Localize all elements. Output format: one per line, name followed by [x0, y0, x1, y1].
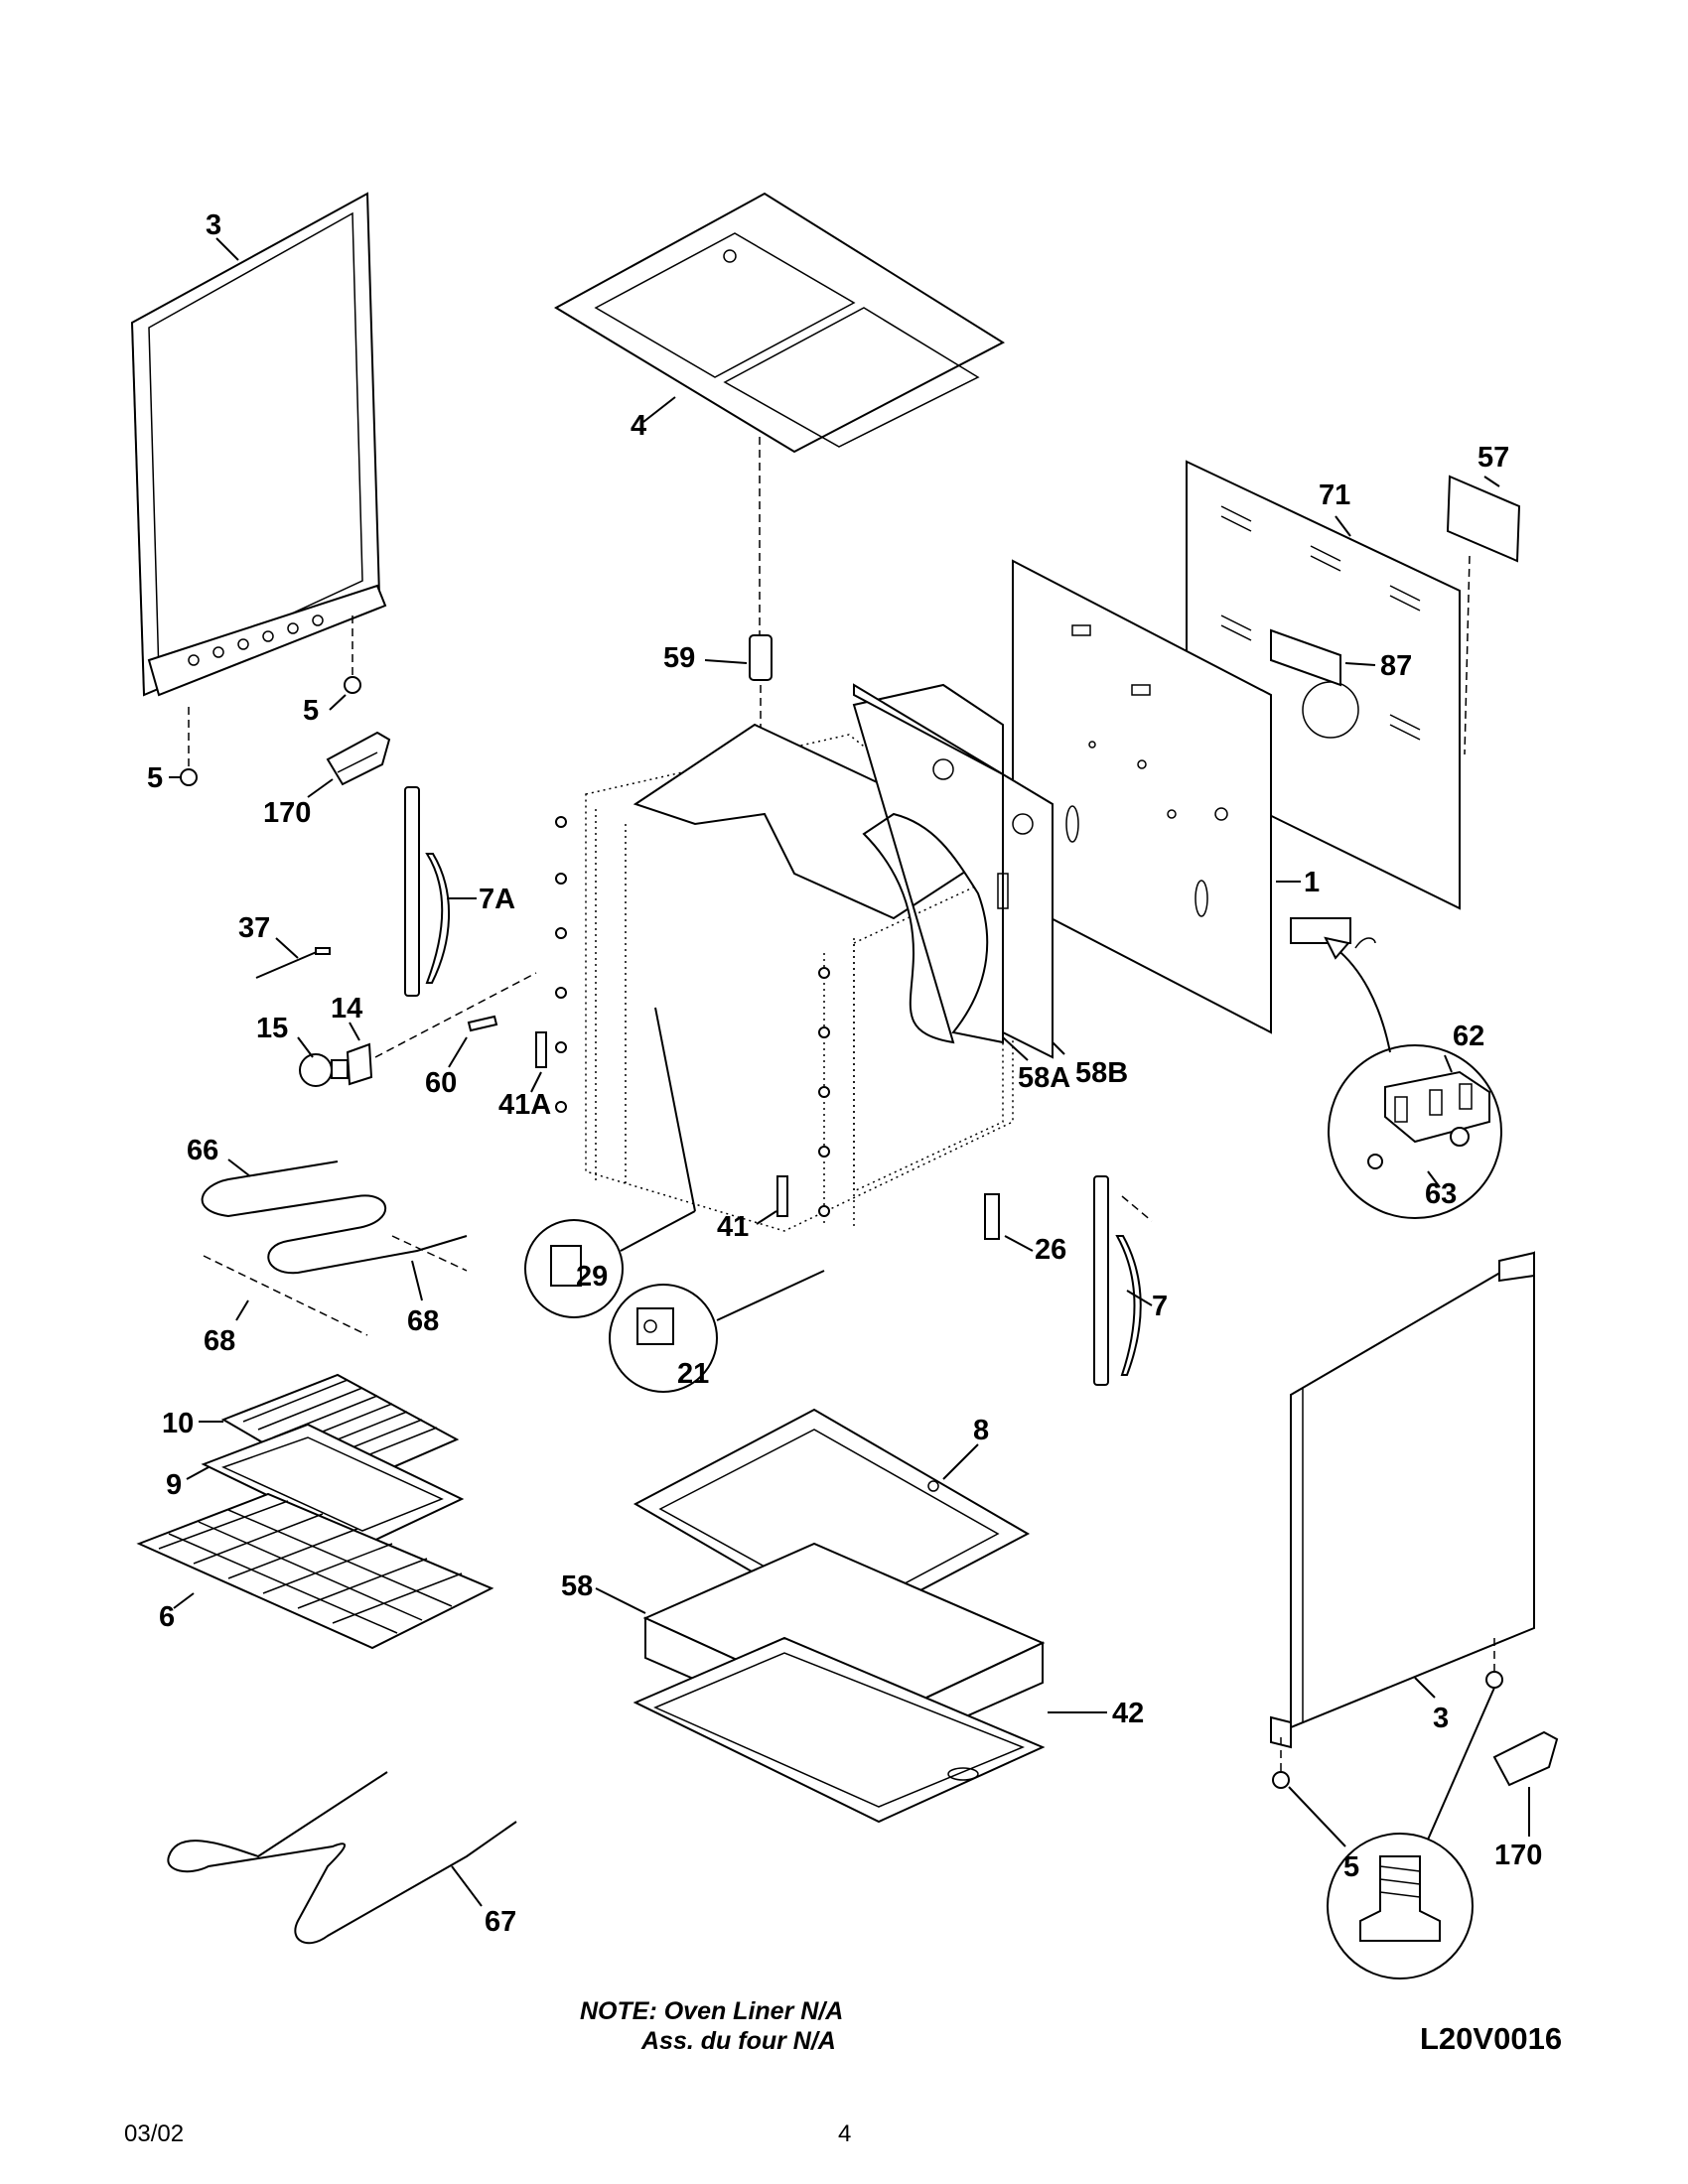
bracket-41a: [530, 1031, 547, 1093]
note-line-1: NOTE: Oven Liner N/A: [580, 1997, 844, 2025]
callout-63: 63: [1425, 1178, 1457, 1210]
callout-87: 87: [1380, 650, 1412, 682]
callout-5-detail: 5: [1343, 1851, 1359, 1883]
callout-41: 41: [717, 1211, 749, 1243]
oven-rack: [136, 1492, 494, 1650]
callout-29: 29: [576, 1261, 608, 1293]
callout-21: 21: [677, 1358, 709, 1390]
callout-60: 60: [425, 1067, 457, 1099]
detail-29: [524, 1007, 696, 1318]
anti-tip-bracket-bottom: [1492, 1730, 1559, 1837]
callout-67: 67: [485, 1906, 516, 1938]
callout-170-top: 170: [263, 797, 311, 829]
anti-tip-bracket-top: [307, 731, 391, 798]
leveling-screw-left: [169, 615, 361, 786]
diagram-code: L20V0016: [1420, 2021, 1563, 2056]
callout-58a: 58A: [1018, 1062, 1070, 1094]
bake-element-67: [167, 1771, 517, 1945]
side-panel-right: [1270, 1251, 1535, 1749]
callout-58: 58: [561, 1570, 593, 1602]
callout-26: 26: [1035, 1234, 1066, 1266]
top-panel: [553, 192, 1006, 635]
oven-cavity-frame: [555, 683, 1065, 1232]
note-line-2: Ass. du four N/A: [641, 2027, 836, 2055]
callout-68-right: 68: [407, 1305, 439, 1337]
part-26: [984, 1193, 1034, 1252]
callout-5-upper: 5: [303, 695, 319, 727]
callout-58b: 58B: [1075, 1057, 1128, 1089]
footer-page-number: 4: [838, 2120, 852, 2147]
wire-37: [255, 937, 331, 979]
callout-3-left: 3: [206, 209, 221, 241]
terminal-block-detail: [1324, 936, 1502, 1219]
callout-4: 4: [631, 410, 646, 442]
callout-9: 9: [166, 1469, 182, 1501]
callout-10: 10: [162, 1408, 194, 1439]
callout-5-lower: 5: [147, 762, 163, 794]
bracket-60: [448, 1015, 498, 1068]
callout-3-right: 3: [1433, 1703, 1449, 1734]
callout-66: 66: [187, 1135, 218, 1166]
bottom-pan-42: [633, 1636, 1107, 1824]
callout-42: 42: [1112, 1698, 1144, 1729]
callout-1: 1: [1304, 867, 1320, 898]
hinge-7: [1093, 1175, 1153, 1386]
side-panel-left: [130, 192, 387, 697]
callout-59: 59: [663, 642, 695, 674]
callout-57: 57: [1477, 442, 1509, 474]
callout-7a: 7A: [479, 884, 515, 915]
callout-68-left: 68: [204, 1325, 235, 1357]
detail-21: [609, 1270, 825, 1393]
callout-37: 37: [238, 912, 270, 944]
callout-71: 71: [1319, 479, 1350, 511]
callout-15: 15: [256, 1013, 288, 1044]
callout-8: 8: [973, 1415, 989, 1446]
inner-back-panel-1: [1012, 559, 1351, 1034]
callout-170-bottom: 170: [1494, 1840, 1542, 1871]
spacer-59: [704, 634, 773, 764]
callout-41a: 41A: [498, 1089, 551, 1121]
callout-6: 6: [159, 1601, 175, 1633]
bracket-41: [756, 1175, 788, 1225]
footer-date: 03/02: [124, 2120, 185, 2147]
oven-light: [297, 972, 537, 1087]
terminal-block-87: [1270, 628, 1376, 687]
leveling-leg-detail: [1327, 1833, 1474, 1979]
callout-7: 7: [1152, 1291, 1168, 1322]
leveling-legs-right: [1272, 1638, 1503, 1847]
callout-14: 14: [331, 993, 362, 1024]
callout-62: 62: [1453, 1021, 1484, 1052]
broil-element-66: [201, 1159, 468, 1336]
hinge-7a: [404, 786, 477, 997]
